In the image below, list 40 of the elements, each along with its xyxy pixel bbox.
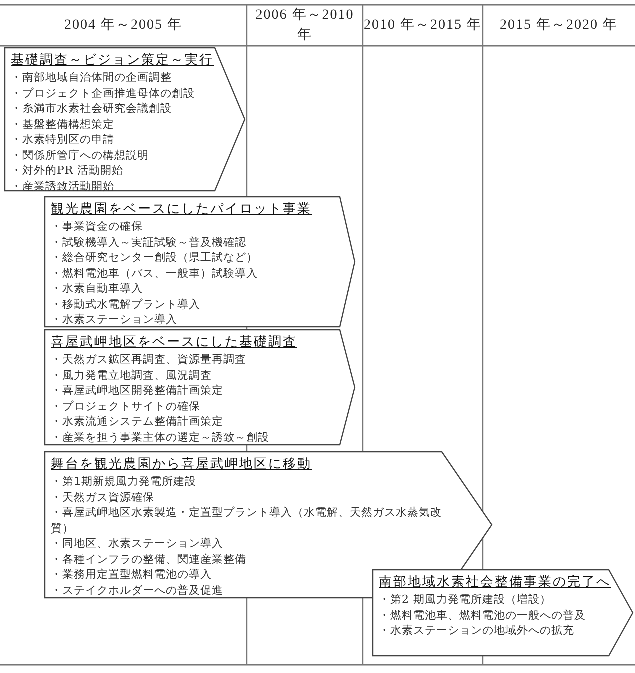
bullet-item: ・同地区、水素ステーション導入 [51, 536, 224, 552]
bullet-item: ・各種インフラの整備、関連産業整備 [51, 552, 246, 567]
chevron-heading: 観光農園をベースにしたパイロット事業 [51, 201, 312, 219]
bullet-item: ・事業資金の確保 [51, 219, 143, 234]
bullet-item: ・水素ステーションの地域外への拡充 [379, 623, 574, 638]
bullet-item: ・天然ガス鉱区再調査、資源量再調査 [51, 352, 246, 368]
bullet-item: ・水素特別区の申請 [11, 132, 114, 148]
bullet-item: ・水素ステーション導入 [51, 312, 178, 328]
bullet-item: ・対外的PR 活動開始 [11, 163, 124, 178]
column-header: 2004 年～2005 年 [64, 16, 182, 36]
bullet-item: ・プロジェクトサイトの確保 [51, 398, 200, 414]
chevron-heading: 南部地域水素社会整備事業の完了へ [379, 574, 611, 592]
column-header: 2006 年～2010 年 [254, 6, 356, 45]
bullet-item: ・基盤整備構想策定 [11, 116, 114, 132]
chevron-heading: 基礎調査～ビジョン策定～実行 [11, 52, 214, 70]
bullet-item: ・燃料電池車、燃料電池の一般への普及 [379, 608, 586, 623]
chevron-heading: 舞台を観光農園から喜屋武岬地区に移動 [51, 456, 312, 474]
bullet-item: ・天然ガス資源確保 [51, 490, 154, 505]
chevron-heading: 喜屋武岬地区をベースにした基礎調査 [51, 334, 298, 352]
bullet-item: ・第1期新規風力発電所建設 [51, 474, 196, 490]
bullet-item: ・喜屋武岬地区開発整備計画策定 [51, 383, 224, 398]
bullet-item: ・第2 期風力発電所建設（増設） [379, 592, 552, 608]
bullet-item: ・風力発電立地調査、風況調査 [51, 368, 212, 383]
column-header: 2010 年～2015 年 [364, 16, 482, 36]
bullet-item: ・産業誘致活動開始 [11, 178, 114, 194]
column-header: 2015 年～2020 年 [500, 16, 618, 36]
bullet-item: ・水素流通システム整備計画策定 [51, 414, 224, 430]
bullet-item: ・喜屋武岬地区水素製造・定置型プラント導入（水電解、天然ガス水蒸気改質） [51, 505, 443, 536]
bullet-item: ・ステイクホルダーへの普及促進 [51, 582, 224, 598]
bullet-item: ・プロジェクト企画推進母体の創設 [11, 86, 195, 101]
bullet-item: ・糸満市水素社会研究会議創設 [11, 101, 172, 116]
bullet-item: ・業務用定置型燃料電池の導入 [51, 567, 212, 582]
bullet-item: ・燃料電池車（バス、一般車）試験導入 [51, 266, 258, 281]
bullet-item: ・移動式水電解プラント導入 [51, 296, 200, 312]
bullet-item: ・総合研究センター創設（県工試など） [51, 250, 258, 266]
bullet-item: ・関係所管庁への構想説明 [11, 148, 149, 163]
bullet-item: ・南部地域自治体間の企画調整 [11, 70, 172, 86]
bullet-item: ・試験機導入～実証試験～普及機確認 [51, 234, 246, 250]
bullet-item: ・水素自動車導入 [51, 281, 143, 296]
bullet-item: ・産業を担う事業主体の選定～誘致～創設 [51, 430, 270, 445]
